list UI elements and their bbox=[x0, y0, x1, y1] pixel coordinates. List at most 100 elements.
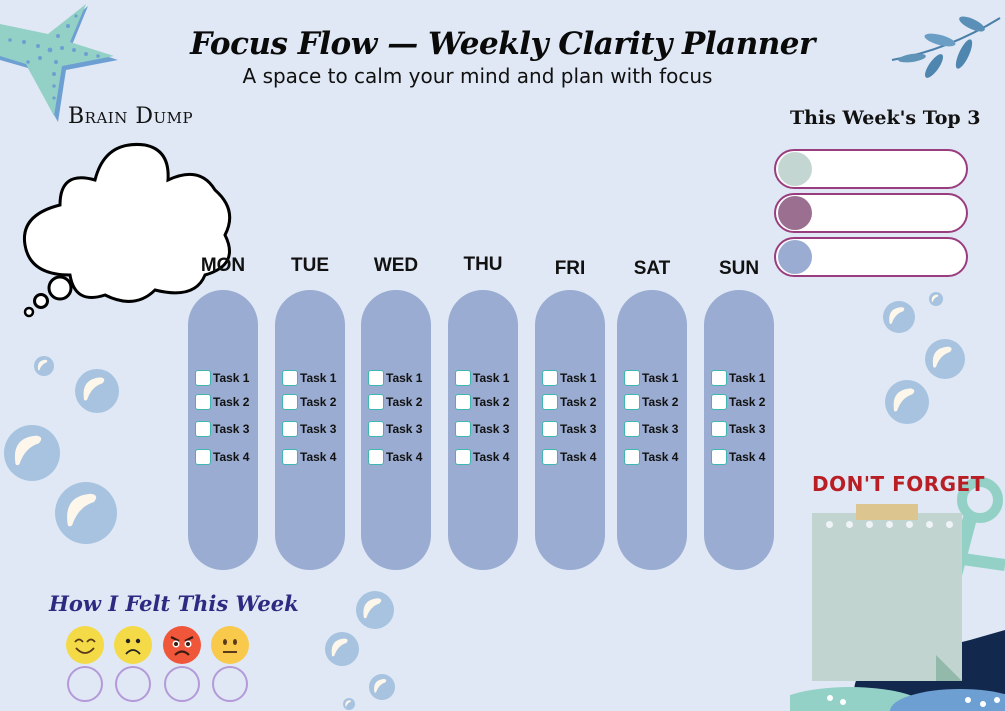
task-checkbox[interactable] bbox=[624, 421, 640, 437]
task-checkbox[interactable] bbox=[542, 449, 558, 465]
task-checkbox[interactable] bbox=[624, 449, 640, 465]
top3-title: This Week's Top 3 bbox=[790, 107, 981, 129]
top3-item-1[interactable] bbox=[774, 149, 968, 189]
brain-dump-cloud[interactable] bbox=[20, 135, 240, 320]
task-checkbox[interactable] bbox=[455, 421, 471, 437]
task-item[interactable]: Task 1 bbox=[195, 369, 249, 387]
task-checkbox[interactable] bbox=[542, 370, 558, 386]
task-checkbox[interactable] bbox=[195, 421, 211, 437]
task-item[interactable]: Task 2 bbox=[711, 393, 765, 411]
page-subtitle: A space to calm your mind and plan with … bbox=[242, 64, 713, 88]
task-item[interactable]: Task 2 bbox=[368, 393, 422, 411]
top3-item-3[interactable] bbox=[774, 237, 968, 277]
task-checkbox[interactable] bbox=[282, 394, 298, 410]
task-label: Task 4 bbox=[213, 450, 250, 464]
task-label: Task 3 bbox=[213, 422, 250, 436]
task-label: Task 1 bbox=[560, 371, 597, 385]
task-item[interactable]: Task 2 bbox=[282, 393, 336, 411]
task-label: Task 2 bbox=[729, 395, 766, 409]
angry-face-icon bbox=[163, 626, 201, 664]
task-checkbox[interactable] bbox=[542, 394, 558, 410]
task-item[interactable]: Task 4 bbox=[542, 448, 596, 466]
task-label: Task 2 bbox=[386, 395, 423, 409]
top3-item-2[interactable] bbox=[774, 193, 968, 233]
task-label: Task 4 bbox=[300, 450, 337, 464]
task-item[interactable]: Task 2 bbox=[542, 393, 596, 411]
mood-select-circle[interactable] bbox=[212, 666, 248, 702]
task-item[interactable]: Task 3 bbox=[455, 420, 509, 438]
task-item[interactable]: Task 3 bbox=[542, 420, 596, 438]
day-column-sun: Task 1 Task 2 Task 3 Task 4 bbox=[704, 290, 774, 570]
task-item[interactable]: Task 4 bbox=[711, 448, 765, 466]
task-checkbox[interactable] bbox=[195, 394, 211, 410]
task-item[interactable]: Task 1 bbox=[282, 369, 336, 387]
task-item[interactable]: Task 4 bbox=[195, 448, 249, 466]
task-item[interactable]: Task 4 bbox=[368, 448, 422, 466]
task-checkbox[interactable] bbox=[195, 370, 211, 386]
page-title: Focus Flow — Weekly Clarity Planner bbox=[190, 26, 815, 62]
task-item[interactable]: Task 4 bbox=[455, 448, 509, 466]
task-checkbox[interactable] bbox=[711, 421, 727, 437]
task-item[interactable]: Task 4 bbox=[624, 448, 678, 466]
task-item[interactable]: Task 3 bbox=[711, 420, 765, 438]
day-column-fri: Task 1 Task 2 Task 3 Task 4 bbox=[535, 290, 605, 570]
task-item[interactable]: Task 3 bbox=[368, 420, 422, 438]
task-label: Task 4 bbox=[729, 450, 766, 464]
task-checkbox[interactable] bbox=[455, 449, 471, 465]
task-checkbox[interactable] bbox=[455, 394, 471, 410]
day-column-sat: Task 1 Task 2 Task 3 Task 4 bbox=[617, 290, 687, 570]
task-checkbox[interactable] bbox=[282, 370, 298, 386]
task-item[interactable]: Task 1 bbox=[455, 369, 509, 387]
mood-title: How I Felt This Week bbox=[49, 591, 299, 616]
task-checkbox[interactable] bbox=[455, 370, 471, 386]
day-label-thu: THU bbox=[463, 254, 503, 275]
task-item[interactable]: Task 2 bbox=[455, 393, 509, 411]
task-item[interactable]: Task 3 bbox=[282, 420, 336, 438]
task-checkbox[interactable] bbox=[711, 394, 727, 410]
day-column-wed: Task 1 Task 2 Task 3 Task 4 bbox=[361, 290, 431, 570]
task-checkbox[interactable] bbox=[711, 449, 727, 465]
task-checkbox[interactable] bbox=[282, 449, 298, 465]
neutral-face-icon bbox=[211, 626, 249, 664]
task-item[interactable]: Task 2 bbox=[195, 393, 249, 411]
task-label: Task 2 bbox=[560, 395, 597, 409]
task-item[interactable]: Task 1 bbox=[368, 369, 422, 387]
starfish-icon bbox=[0, 4, 118, 122]
task-label: Task 3 bbox=[560, 422, 597, 436]
task-checkbox[interactable] bbox=[195, 449, 211, 465]
task-item[interactable]: Task 4 bbox=[282, 448, 336, 466]
task-checkbox[interactable] bbox=[542, 421, 558, 437]
dont-forget-note[interactable] bbox=[812, 504, 962, 681]
task-label: Task 1 bbox=[729, 371, 766, 385]
task-checkbox[interactable] bbox=[368, 394, 384, 410]
task-label: Task 1 bbox=[300, 371, 337, 385]
task-checkbox[interactable] bbox=[368, 370, 384, 386]
task-checkbox[interactable] bbox=[368, 421, 384, 437]
mood-select-circle[interactable] bbox=[115, 666, 151, 702]
top3-marker-icon bbox=[778, 196, 812, 230]
task-item[interactable]: Task 1 bbox=[624, 369, 678, 387]
task-label: Task 2 bbox=[473, 395, 510, 409]
task-checkbox[interactable] bbox=[711, 370, 727, 386]
task-checkbox[interactable] bbox=[368, 449, 384, 465]
mood-select-circle[interactable] bbox=[67, 666, 103, 702]
task-label: Task 1 bbox=[642, 371, 679, 385]
task-label: Task 3 bbox=[386, 422, 423, 436]
task-item[interactable]: Task 2 bbox=[624, 393, 678, 411]
task-item[interactable]: Task 3 bbox=[195, 420, 249, 438]
tape-icon bbox=[856, 504, 918, 520]
task-checkbox[interactable] bbox=[624, 394, 640, 410]
task-item[interactable]: Task 3 bbox=[624, 420, 678, 438]
day-label-mon: MON bbox=[200, 255, 246, 276]
task-label: Task 3 bbox=[473, 422, 510, 436]
task-label: Task 4 bbox=[386, 450, 423, 464]
task-item[interactable]: Task 1 bbox=[542, 369, 596, 387]
mood-select-circle[interactable] bbox=[164, 666, 200, 702]
day-label-tue: TUE bbox=[291, 255, 329, 276]
leaf-branch-icon bbox=[891, 16, 1001, 78]
task-label: Task 1 bbox=[386, 371, 423, 385]
task-item[interactable]: Task 1 bbox=[711, 369, 765, 387]
task-checkbox[interactable] bbox=[282, 421, 298, 437]
day-label-wed: WED bbox=[373, 255, 419, 276]
task-checkbox[interactable] bbox=[624, 370, 640, 386]
